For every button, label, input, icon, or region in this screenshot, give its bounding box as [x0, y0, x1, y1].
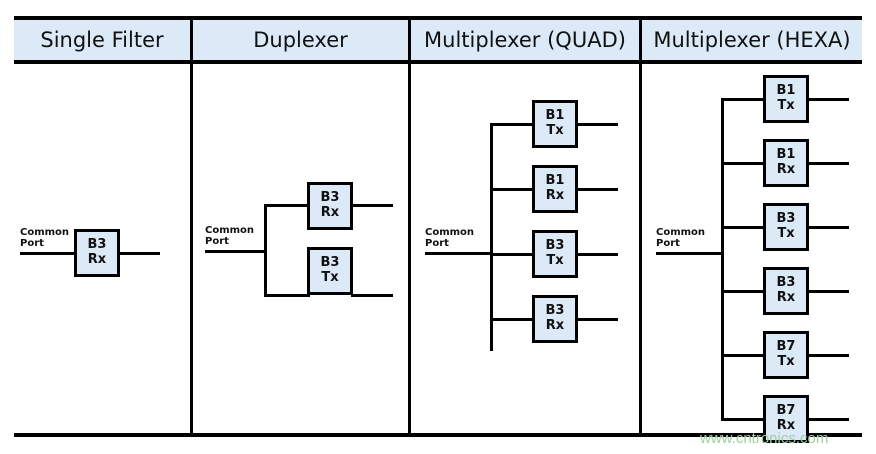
common-port-label: Common Port [656, 227, 706, 250]
splitter-bus [721, 98, 724, 419]
branch-wire [264, 294, 310, 297]
common-port-wire [656, 252, 724, 255]
table-top-rule [14, 16, 862, 20]
common-port-wire [205, 250, 267, 253]
branch-wire [721, 354, 766, 357]
filter-box: B1 Rx [532, 165, 578, 213]
comparison-table: Single Filter Duplexer Multiplexer (QUAD… [14, 16, 862, 443]
filter-box: B1 Tx [763, 75, 809, 123]
common-port-label: Common Port [205, 225, 255, 248]
column-divider-1 [190, 20, 193, 433]
filter-box: B3 Rx [763, 267, 809, 315]
filter-box: B3 Tx [763, 203, 809, 251]
output-wire [807, 162, 849, 165]
output-wire [351, 204, 393, 207]
filter-box: B3 Rx [307, 182, 353, 230]
common-port-wire [425, 252, 493, 255]
common-port-label: Common Port [425, 227, 475, 250]
watermark: www.cntronics.com [700, 430, 829, 447]
filter-box: B1 Rx [763, 139, 809, 187]
column-header-multiplexer-hexa: Multiplexer (HEXA) [653, 28, 851, 52]
diagram-multiplexer-quad: Common Port B1 Tx B1 Rx B3 Tx B3 Rx [411, 64, 639, 433]
branch-wire [490, 123, 535, 126]
output-wire [351, 294, 393, 297]
output-wire [807, 290, 849, 293]
output-wire [576, 188, 618, 191]
branch-wire [721, 162, 766, 165]
branch-wire [721, 290, 766, 293]
column-header-duplexer: Duplexer [253, 28, 348, 52]
header-bottom-rule [14, 60, 862, 64]
diagram-multiplexer-hexa: Common Port B1 Tx B1 Rx B3 Tx B3 Rx [642, 64, 862, 443]
branch-wire [490, 253, 535, 256]
branch-wire [264, 204, 310, 207]
filter-box: B1 Tx [532, 100, 578, 148]
column-divider-3 [639, 20, 642, 433]
output-wire [576, 123, 618, 126]
output-wire [576, 318, 618, 321]
splitter-bus [264, 204, 267, 297]
output-wire [807, 226, 849, 229]
input-wire [20, 252, 76, 255]
output-wire [807, 418, 849, 421]
filter-box: B3 Rx [532, 295, 578, 343]
diagram-single-filter: Common Port B3 Rx [14, 64, 190, 433]
branch-wire [490, 188, 535, 191]
branch-wire [721, 98, 766, 101]
diagram-duplexer: Common Port B3 Rx B3 Tx [193, 64, 408, 433]
output-wire [576, 253, 618, 256]
column-divider-2 [408, 20, 411, 433]
branch-wire [721, 226, 766, 229]
header-band [14, 20, 862, 60]
output-wire [807, 98, 849, 101]
splitter-bus [490, 123, 493, 351]
filter-box: B3 Tx [307, 247, 353, 295]
table-bottom-rule [14, 433, 862, 437]
column-header-single-filter: Single Filter [40, 28, 164, 52]
column-header-multiplexer-quad: Multiplexer (QUAD) [424, 28, 626, 52]
common-port-label: Common Port [20, 227, 70, 250]
filter-box: B3 Tx [532, 230, 578, 278]
filter-box: B3 Rx [74, 229, 120, 277]
branch-wire [490, 318, 535, 321]
filter-box: B7 Tx [763, 331, 809, 379]
branch-wire [721, 418, 766, 421]
output-wire [807, 354, 849, 357]
output-wire [118, 252, 160, 255]
